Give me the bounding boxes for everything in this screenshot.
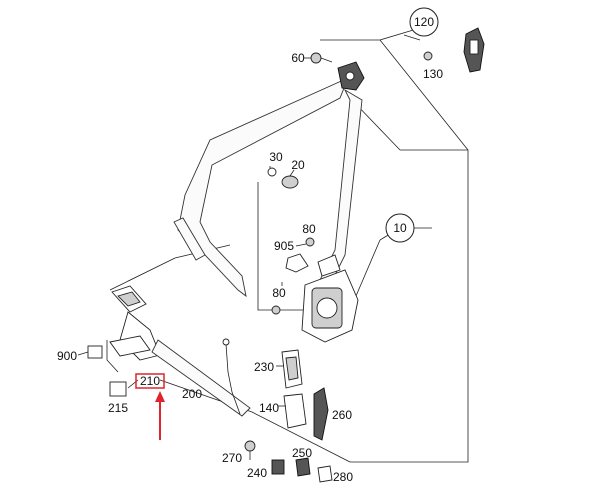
belt-webbing bbox=[173, 77, 363, 298]
part-215-cover bbox=[109, 381, 127, 397]
label-60: 60 bbox=[291, 51, 305, 65]
label-900: 900 bbox=[57, 349, 77, 363]
callout-120: 120 bbox=[409, 7, 439, 37]
upper-anchor bbox=[337, 61, 365, 91]
part-280-clip bbox=[317, 465, 333, 483]
highlight-box bbox=[135, 373, 165, 389]
label-260: 260 bbox=[332, 408, 352, 422]
belt-retractor bbox=[301, 254, 359, 343]
part-60-bolt bbox=[310, 52, 333, 64]
label-10: 10 bbox=[393, 221, 407, 235]
part-260-cover bbox=[313, 387, 329, 441]
part-20-cap bbox=[281, 175, 299, 189]
lower-anchor-cable bbox=[222, 338, 241, 415]
label-20: 20 bbox=[291, 158, 305, 172]
label-240: 240 bbox=[247, 466, 267, 480]
part-240-clip bbox=[271, 459, 285, 475]
part-130-screw bbox=[423, 51, 433, 61]
leader-lines bbox=[77, 34, 432, 407]
label-250: 250 bbox=[292, 446, 312, 460]
highlight-210: 210 bbox=[135, 373, 165, 440]
buckle-assembly bbox=[109, 285, 251, 417]
part-270-bolt bbox=[244, 440, 256, 460]
part-230-cover bbox=[281, 349, 303, 389]
label-140: 140 bbox=[259, 401, 279, 415]
label-30: 30 bbox=[269, 150, 283, 164]
label-905: 905 bbox=[274, 239, 294, 253]
label-215: 215 bbox=[108, 401, 128, 415]
label-80-lower: 80 bbox=[272, 286, 286, 300]
part-250-clip bbox=[295, 457, 311, 477]
part-905-cover bbox=[285, 253, 309, 273]
part-80-screw-lower bbox=[271, 305, 281, 315]
part-140-cover bbox=[283, 393, 307, 429]
label-210: 210 bbox=[140, 374, 160, 388]
highlight-arrow-head bbox=[155, 391, 165, 402]
part-900-connector bbox=[87, 345, 103, 359]
label-270: 270 bbox=[222, 451, 242, 465]
label-200: 200 bbox=[182, 387, 202, 401]
callout-10: 10 bbox=[385, 213, 415, 243]
label-120: 120 bbox=[414, 15, 434, 29]
part-30-bolt bbox=[267, 167, 277, 177]
label-230: 230 bbox=[254, 360, 274, 374]
label-280: 280 bbox=[333, 470, 353, 484]
part-120-bracket bbox=[463, 27, 485, 73]
part-80-screw-upper bbox=[305, 237, 315, 247]
label-80-upper: 80 bbox=[302, 222, 316, 236]
label-130: 130 bbox=[423, 67, 443, 81]
